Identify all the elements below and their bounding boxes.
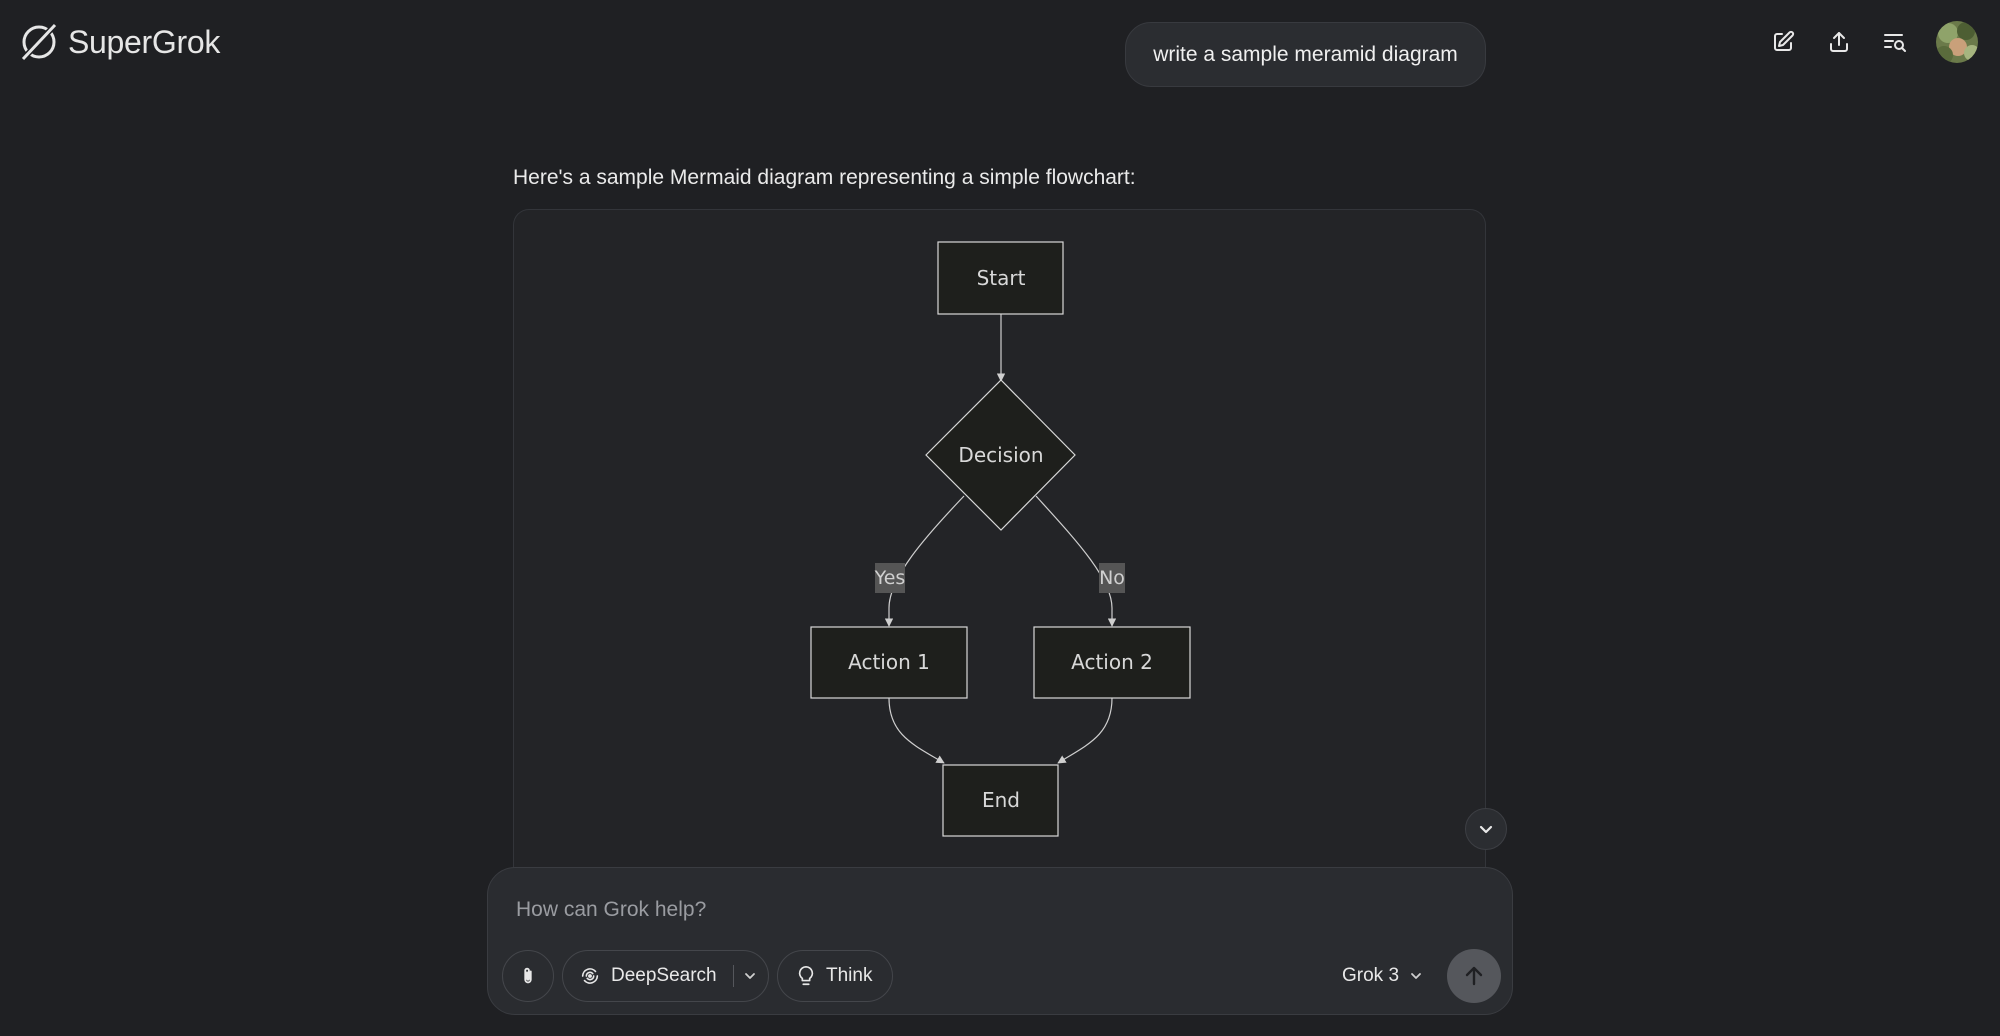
deepsearch-button[interactable]: DeepSearch bbox=[562, 950, 769, 1002]
avatar[interactable] bbox=[1936, 21, 1978, 63]
node-action1 bbox=[810, 626, 968, 699]
user-message-bubble: write a sample meramid diagram bbox=[1125, 22, 1486, 87]
attach-button[interactable] bbox=[502, 950, 554, 1002]
edge-label-no: No bbox=[1099, 567, 1125, 589]
app-logo[interactable]: SuperGrok bbox=[18, 20, 220, 64]
grok-logo-icon bbox=[20, 22, 58, 62]
node-start bbox=[937, 241, 1064, 315]
chevron-down-icon bbox=[744, 973, 755, 979]
arrow-up-icon bbox=[1465, 966, 1483, 986]
search-history-icon bbox=[1884, 34, 1906, 52]
lightbulb-icon bbox=[798, 966, 814, 986]
chevron-down-icon bbox=[1479, 825, 1493, 834]
edge-label-yes-bg bbox=[875, 563, 905, 593]
node-end bbox=[942, 764, 1059, 837]
deepsearch-options-button[interactable] bbox=[734, 969, 766, 983]
search-history-button[interactable] bbox=[1878, 25, 1912, 59]
send-button[interactable] bbox=[1447, 949, 1501, 1003]
deepsearch-icon bbox=[581, 968, 599, 984]
share-button[interactable] bbox=[1822, 25, 1856, 59]
edge-label-yes: Yes bbox=[874, 567, 906, 589]
user-message-text: write a sample meramid diagram bbox=[1153, 42, 1458, 66]
edge-action1-end bbox=[888, 697, 945, 764]
scroll-to-bottom-button[interactable] bbox=[1465, 808, 1507, 850]
think-button[interactable]: Think bbox=[777, 950, 893, 1002]
edge-decision-action2 bbox=[1035, 495, 1117, 627]
app-title: SuperGrok bbox=[68, 23, 221, 60]
node-decision bbox=[925, 379, 1076, 531]
node-action2 bbox=[1033, 626, 1191, 699]
avatar-image bbox=[1936, 21, 1978, 63]
share-icon bbox=[1830, 32, 1848, 52]
edge-action2-end bbox=[1057, 697, 1113, 764]
chevron-down-icon bbox=[1411, 973, 1421, 979]
node-end-label: End bbox=[982, 788, 1020, 812]
edge-label-no-bg bbox=[1099, 563, 1125, 593]
new-chat-icon bbox=[1774, 30, 1795, 51]
new-chat-button[interactable] bbox=[1766, 25, 1800, 59]
header-actions bbox=[1766, 20, 1978, 64]
node-start-label: Start bbox=[977, 266, 1026, 290]
composer: DeepSearch Think Grok 3 bbox=[487, 867, 1513, 1015]
flowchart-svg: Yes No Start Decision Action 1 Action 2 … bbox=[810, 241, 1191, 837]
node-action2-label: Action 2 bbox=[1071, 650, 1153, 674]
paperclip-icon bbox=[524, 967, 532, 984]
node-action1-label: Action 1 bbox=[848, 650, 930, 674]
deepsearch-divider bbox=[732, 965, 734, 987]
model-label: Grok 3 bbox=[1342, 965, 1400, 986]
prompt-input[interactable] bbox=[514, 892, 1414, 928]
node-decision-label: Decision bbox=[958, 443, 1043, 467]
mermaid-diagram: Yes No Start Decision Action 1 Action 2 … bbox=[513, 209, 1486, 869]
deepsearch-label: DeepSearch bbox=[611, 965, 717, 986]
assistant-message-text: Here's a sample Mermaid diagram represen… bbox=[513, 166, 1136, 189]
think-label: Think bbox=[826, 965, 873, 986]
edge-decision-action1 bbox=[884, 495, 965, 627]
model-selector[interactable]: Grok 3 bbox=[1342, 950, 1423, 1002]
